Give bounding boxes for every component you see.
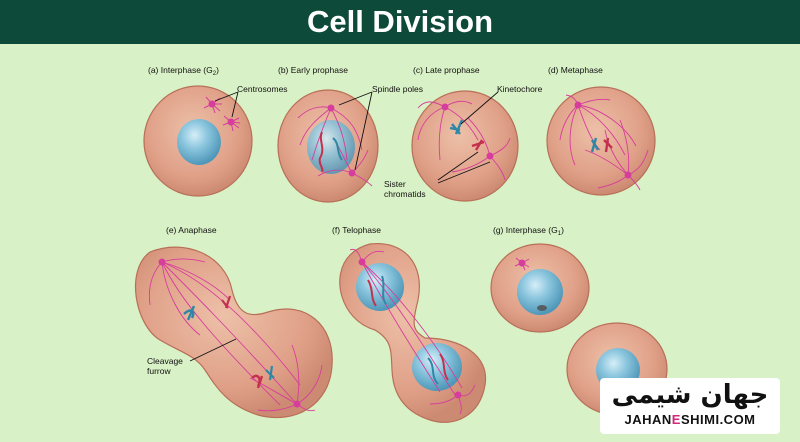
watermark-script: جهان شیمی bbox=[611, 380, 769, 410]
cell-anaphase bbox=[135, 246, 333, 419]
centrosome bbox=[514, 257, 530, 271]
cell-interphase-g2 bbox=[143, 85, 253, 197]
chromatid bbox=[318, 131, 324, 173]
watermark-logo: جهان شیمی JAHANESHIMI.COM bbox=[600, 378, 780, 434]
cell-late-prophase bbox=[411, 90, 519, 202]
chromatid bbox=[265, 365, 275, 381]
chromatid bbox=[221, 295, 232, 309]
page-title: Cell Division bbox=[0, 0, 800, 44]
chromatid bbox=[251, 374, 264, 389]
chromatid bbox=[381, 275, 387, 305]
label-interphase-g2: (a) Interphase (G2) bbox=[148, 65, 219, 77]
callout-centrosomes: Centrosomes bbox=[237, 84, 288, 94]
cell-division-diagram: (a) Interphase (G2) Centrosomes (b) Earl… bbox=[135, 65, 668, 423]
nucleus bbox=[356, 263, 404, 311]
label-late-prophase: (c) Late prophase bbox=[413, 65, 480, 75]
chromatid bbox=[439, 353, 449, 381]
chromatid bbox=[449, 119, 464, 135]
label-telophase: (f) Telophase bbox=[332, 225, 381, 235]
nucleus bbox=[177, 119, 221, 165]
label-metaphase: (d) Metaphase bbox=[548, 65, 603, 75]
watermark-name: JAHANESHIMI.COM bbox=[624, 412, 756, 427]
cell-metaphase bbox=[546, 86, 656, 196]
label-anaphase: (e) Anaphase bbox=[166, 225, 217, 235]
cell-early-prophase bbox=[277, 89, 379, 203]
callout-kinetochore: Kinetochore bbox=[497, 84, 543, 94]
chromatid bbox=[603, 137, 613, 153]
chromatid bbox=[183, 305, 196, 321]
spindle bbox=[559, 94, 649, 191]
nucleus bbox=[517, 269, 563, 315]
chromatid bbox=[367, 279, 377, 307]
spindle bbox=[349, 248, 476, 415]
label-early-prophase: (b) Early prophase bbox=[278, 65, 348, 75]
label-interphase-g1: (g) Interphase (G1) bbox=[493, 225, 564, 237]
nucleolus bbox=[537, 305, 547, 311]
cell-interphase-g1-top bbox=[490, 243, 590, 333]
chromatid bbox=[471, 139, 485, 151]
chromatid bbox=[427, 357, 439, 385]
chromatid bbox=[332, 137, 343, 161]
spindle bbox=[148, 258, 323, 412]
callout-spindle-poles: Spindle poles bbox=[372, 84, 423, 94]
cell-telophase bbox=[339, 243, 487, 423]
chromatid bbox=[590, 137, 600, 153]
